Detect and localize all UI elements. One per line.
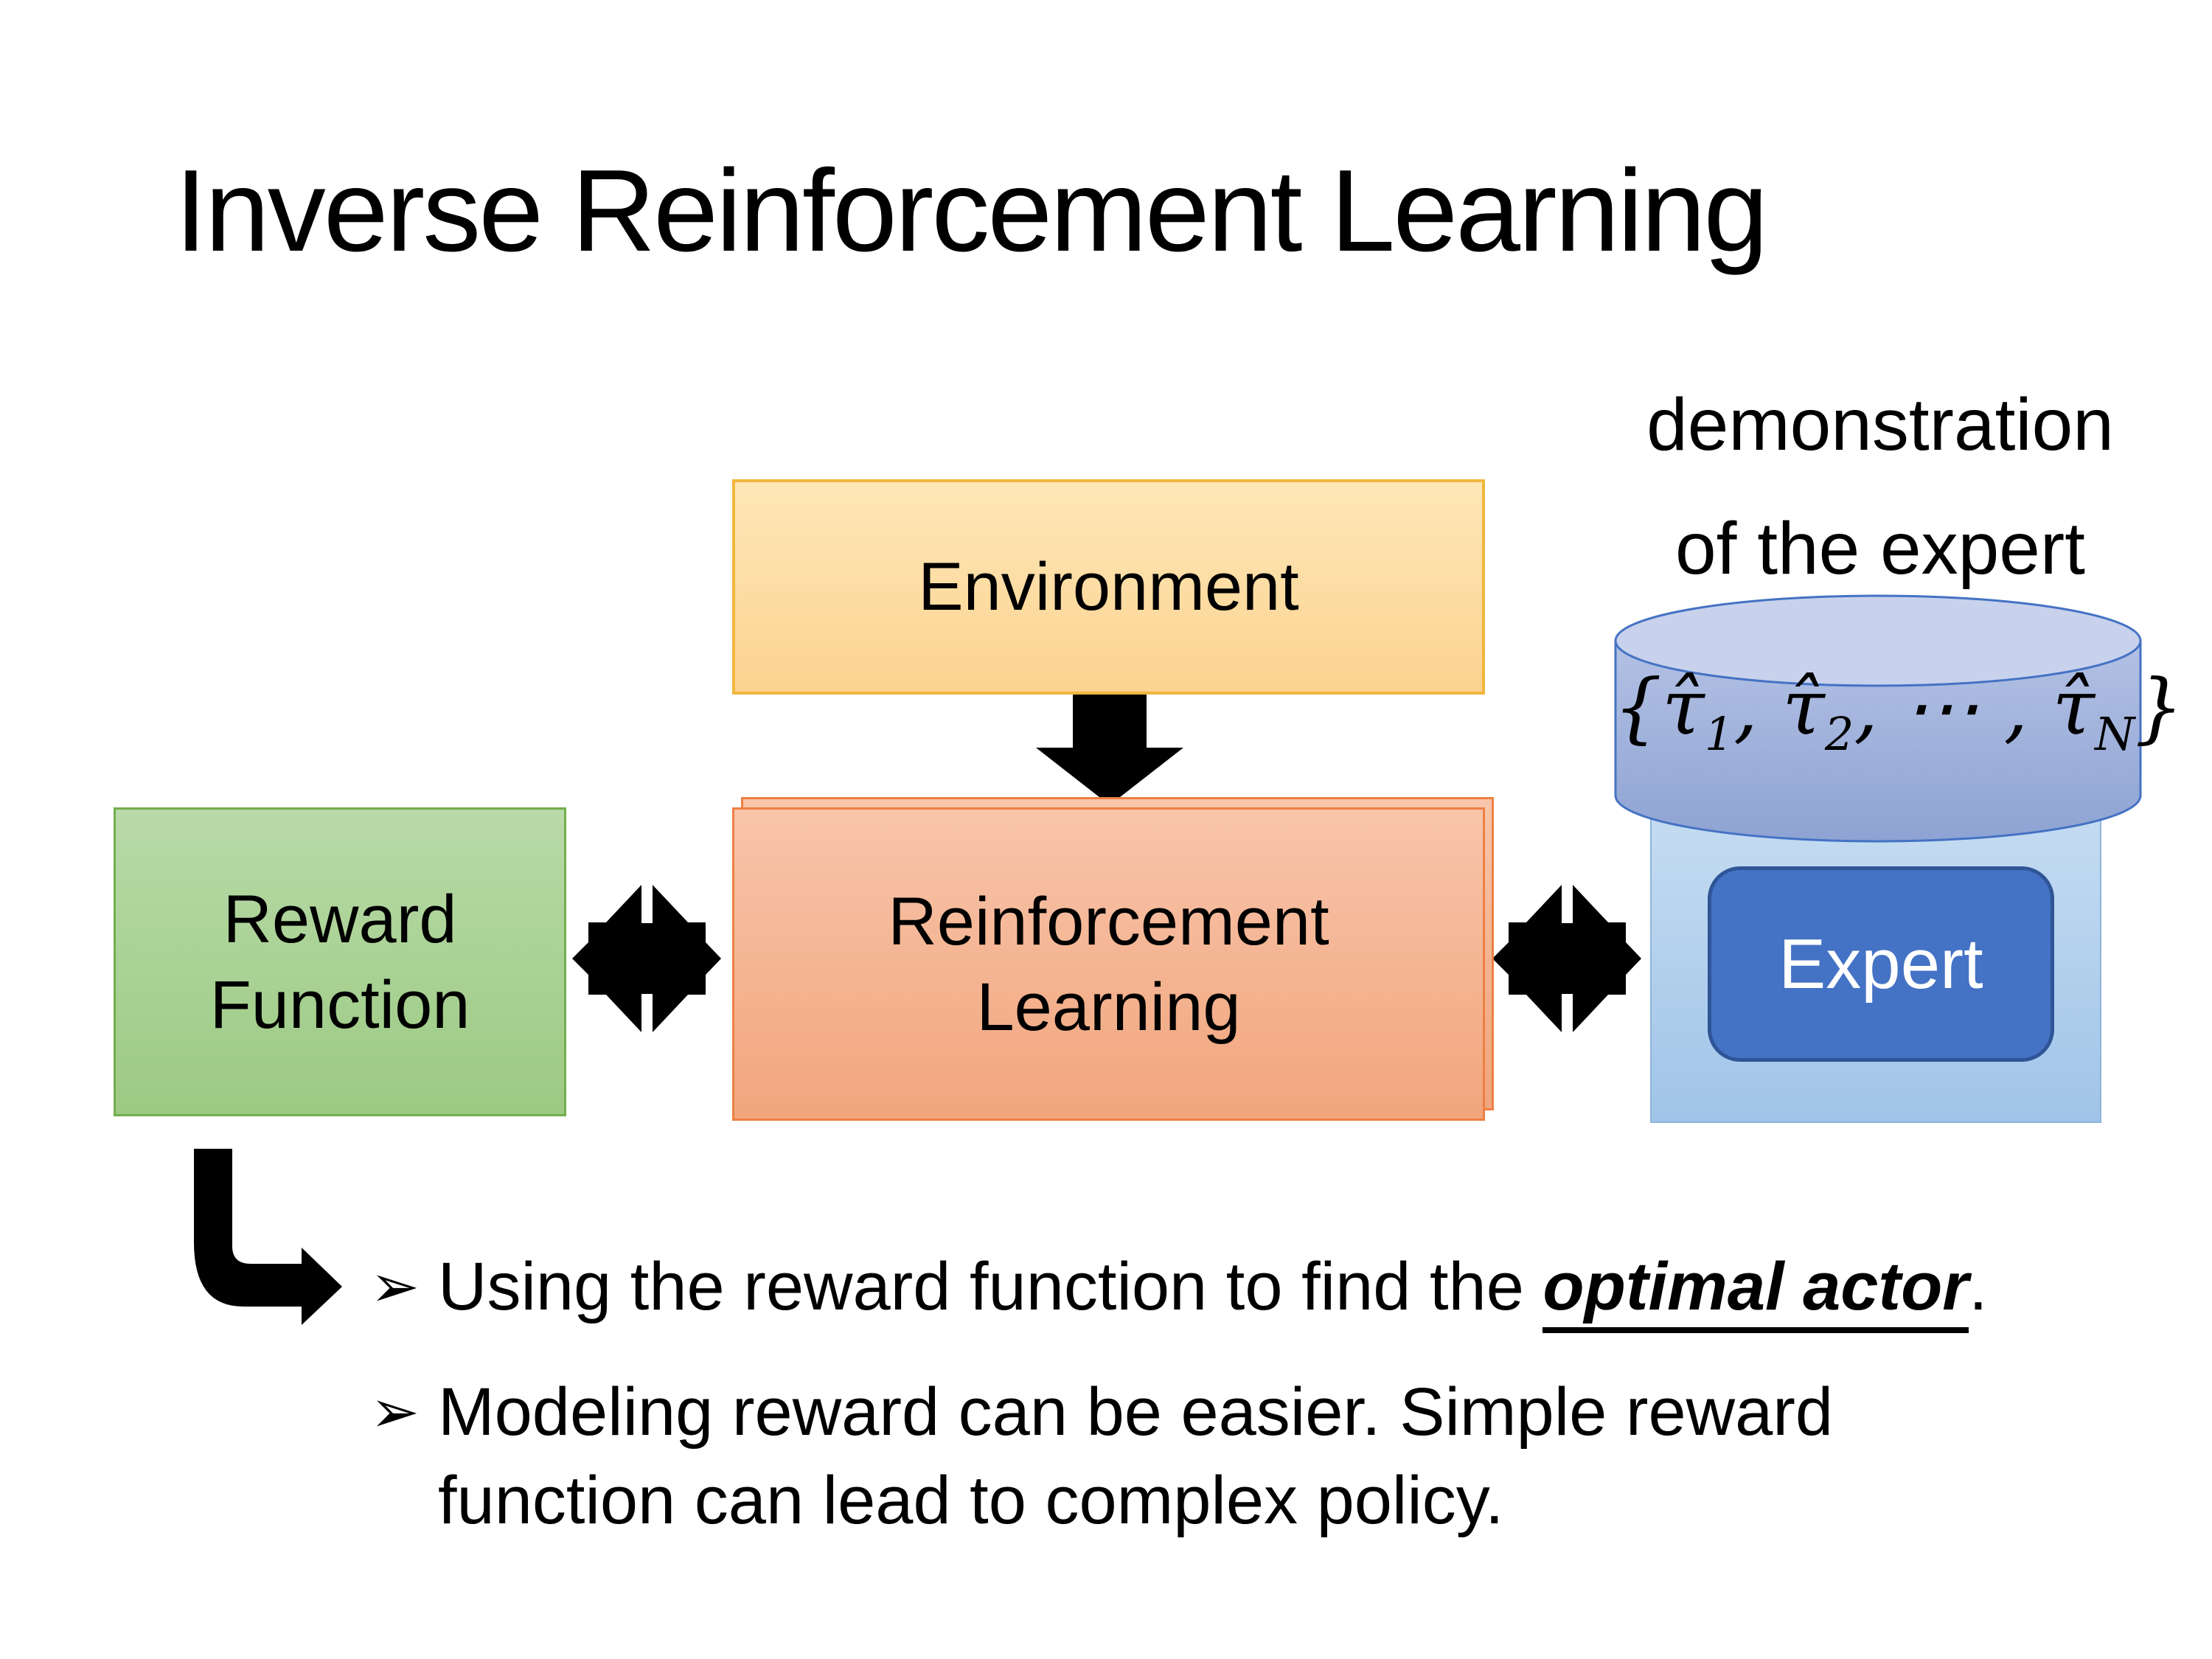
bullet-arrow-icon: ➢ xyxy=(370,1253,420,1319)
trajectory-set-formula: {τ̂1, τ̂2, ⋯ , τ̂N} xyxy=(1613,662,2184,757)
reinforcement-learning-box-label: Reinforcement Learning xyxy=(888,883,1329,1045)
reward-function-box: Reward Function xyxy=(114,807,566,1116)
double-arrow-left-icon xyxy=(572,885,721,1032)
environment-box-label: Environment xyxy=(918,549,1299,625)
demonstration-label: demonstration of the expert xyxy=(1585,363,2175,611)
page-title: Inverse Reinforcement Learning xyxy=(175,146,1768,276)
formula-part: , ⋯ , τ̂ xyxy=(1854,662,2096,752)
bullet-item-1: ➢ Using the reward function to find the … xyxy=(370,1242,2177,1333)
bullet-item-1-post: . xyxy=(1969,1249,1988,1324)
bullet-arrow-icon: ➢ xyxy=(370,1379,420,1444)
environment-box: Environment xyxy=(732,479,1485,695)
bullet-item-1-pre: Using the reward function to find the xyxy=(438,1249,1543,1324)
bullet-item-2: ➢ Modeling reward can be easier. Simple … xyxy=(370,1368,2177,1545)
reward-function-box-label: Reward Function xyxy=(209,881,470,1043)
double-arrow-right-icon xyxy=(1492,885,1641,1032)
elbow-arrow-icon xyxy=(194,1149,342,1325)
demonstration-label-line1: demonstration xyxy=(1646,383,2114,466)
formula-subscript: 1 xyxy=(1704,706,1734,761)
reinforcement-learning-box: Reinforcement Learning xyxy=(732,807,1485,1121)
down-arrow-icon xyxy=(1036,695,1183,805)
formula-part: , τ̂ xyxy=(1733,662,1825,752)
formula-part: {τ̂ xyxy=(1613,662,1705,752)
formula-subscript: 2 xyxy=(1824,706,1854,761)
formula-part: } xyxy=(2135,662,2184,752)
formula-subscript: N xyxy=(2095,706,2135,761)
demonstration-database-icon xyxy=(1614,594,2142,843)
bullet-item-1-emphasis: optimal actor xyxy=(1543,1249,1969,1333)
demonstration-label-line2: of the expert xyxy=(1675,507,2085,590)
bullet-item-2-line1: Modeling reward can be easier. Simple re… xyxy=(438,1374,1834,1450)
bullet-item-2-text: Modeling reward can be easier. Simple re… xyxy=(438,1368,2177,1545)
bullet-item-1-text: Using the reward function to find the op… xyxy=(438,1242,2177,1333)
bullet-list: ➢ Using the reward function to find the … xyxy=(370,1242,2177,1545)
expert-box-label: Expert xyxy=(1778,924,1983,1004)
bullet-item-2-line2: function can lead to complex policy. xyxy=(438,1463,1504,1538)
expert-box: Expert xyxy=(1708,866,2054,1062)
